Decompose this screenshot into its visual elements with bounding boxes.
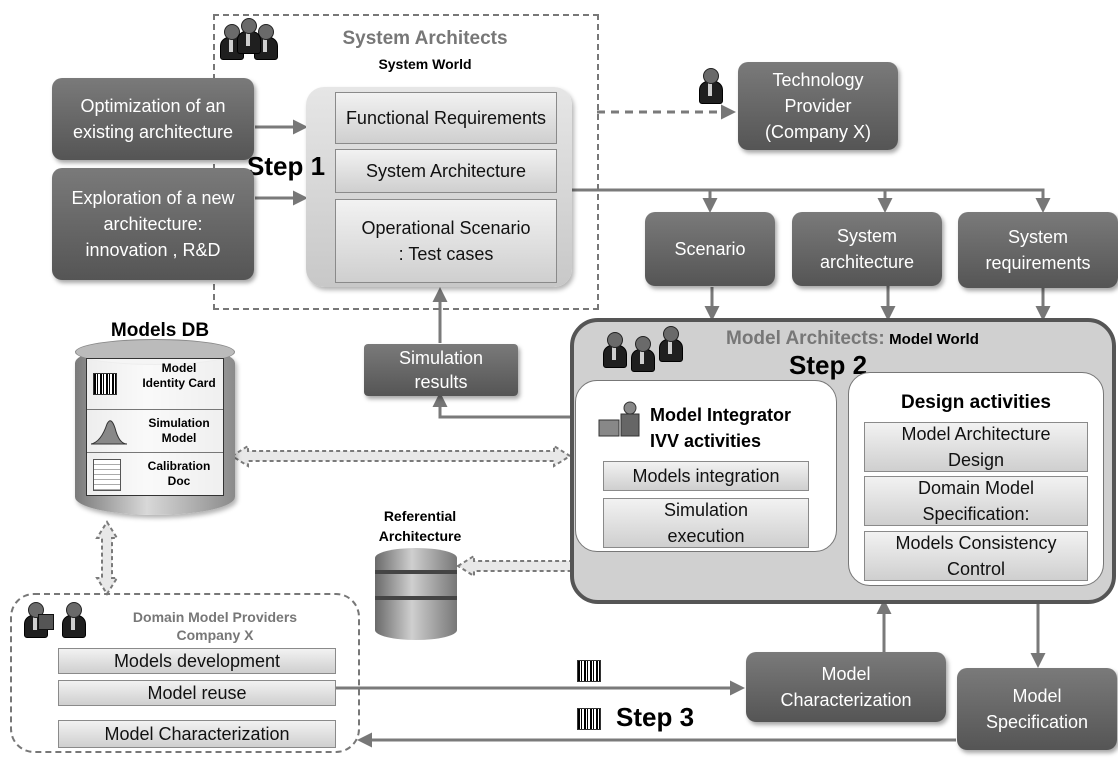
monitor-icon [38,614,54,630]
document-icon [93,459,121,491]
step-2-label: Step 2 [789,350,868,380]
step-3-label: Step 3 [616,702,695,732]
simulation-results-box: Simulation results [364,344,518,396]
system-architecture-output-box: System architecture [792,212,942,286]
simulation-model-label: Simulation Model [148,416,210,445]
technology-provider-icon [695,64,725,104]
functional-requirements-box: Functional Requirements [335,92,557,144]
models-db-title: Models DB [110,320,210,341]
system-requirements-box: System requirements [958,212,1118,288]
barcode-icon [93,373,117,395]
referential-db-cylinder [375,548,457,640]
models-db-items: Model Identity Card Simulation Model Cal… [86,358,224,496]
scenario-box: Scenario [645,212,775,286]
referential-architecture-label: Referential Architecture [378,508,462,544]
models-integration-box: Models integration [603,461,809,491]
simulation-model-row: Simulation Model [87,410,223,453]
domain-providers-people-icon [24,598,94,638]
barcode-icon [577,660,601,682]
models-consistency-control-box: Models Consistency Control [864,531,1088,581]
model-specification-box: Model Specification [957,668,1117,750]
domain-model-specification-box: Domain Model Specification: [864,476,1088,526]
operational-scenario-box: Operational Scenario : Test cases [335,199,557,283]
model-architecture-design-box: Model Architecture Design [864,422,1088,472]
system-world-region [213,14,599,310]
domain-providers-region [10,593,360,753]
integrator-title: Model Integrator IVV activities [650,405,792,451]
db-integrator-link [230,444,572,468]
simulation-execution-box: Simulation execution [603,498,809,548]
referential-db-band-1 [375,570,457,574]
arrow-sys-req [572,188,1051,213]
system-architects-people-icon [220,14,300,60]
technology-provider-box: Technology Provider (Company X) [738,62,898,150]
domain-providers-title: Domain Model Providers [132,609,298,625]
arrow-sim-results [432,392,575,419]
system-architecture-box: System Architecture [335,149,557,193]
model-reuse-box: Model reuse [58,680,336,706]
barcode-icon [577,708,601,730]
calibration-doc-label: Calibration Doc [147,459,211,488]
system-world-subtitle: System World [378,56,472,72]
model-architects-label: Model Architects: [726,328,885,349]
integrator-worker-icon [598,401,640,437]
db-providers-link [95,520,119,596]
design-activities-title: Design activities [901,392,1051,413]
model-identity-card-row: Model Identity Card [87,359,223,410]
model-architects-people-icon [603,322,689,372]
simulation-model-icon [91,420,127,445]
model-identity-card-label: Model Identity Card [142,361,216,390]
exploration-box: Exploration of a new architecture: innov… [52,168,254,280]
model-architects-title: Model Architects: Model World [726,328,1066,350]
referential-db-band-2 [375,596,457,600]
model-characterization-item-box: Model Characterization [58,720,336,748]
calibration-doc-row: Calibration Doc [87,453,223,497]
model-world-label: Model World [889,331,979,348]
step-1-label: Step 1 [247,151,326,181]
model-characterization-box: Model Characterization [746,652,946,722]
system-architects-title: System Architects [342,28,508,49]
company-x-label: Company X [176,627,254,643]
optimization-box: Optimization of an existing architecture [52,78,254,160]
models-development-box: Models development [58,648,336,674]
